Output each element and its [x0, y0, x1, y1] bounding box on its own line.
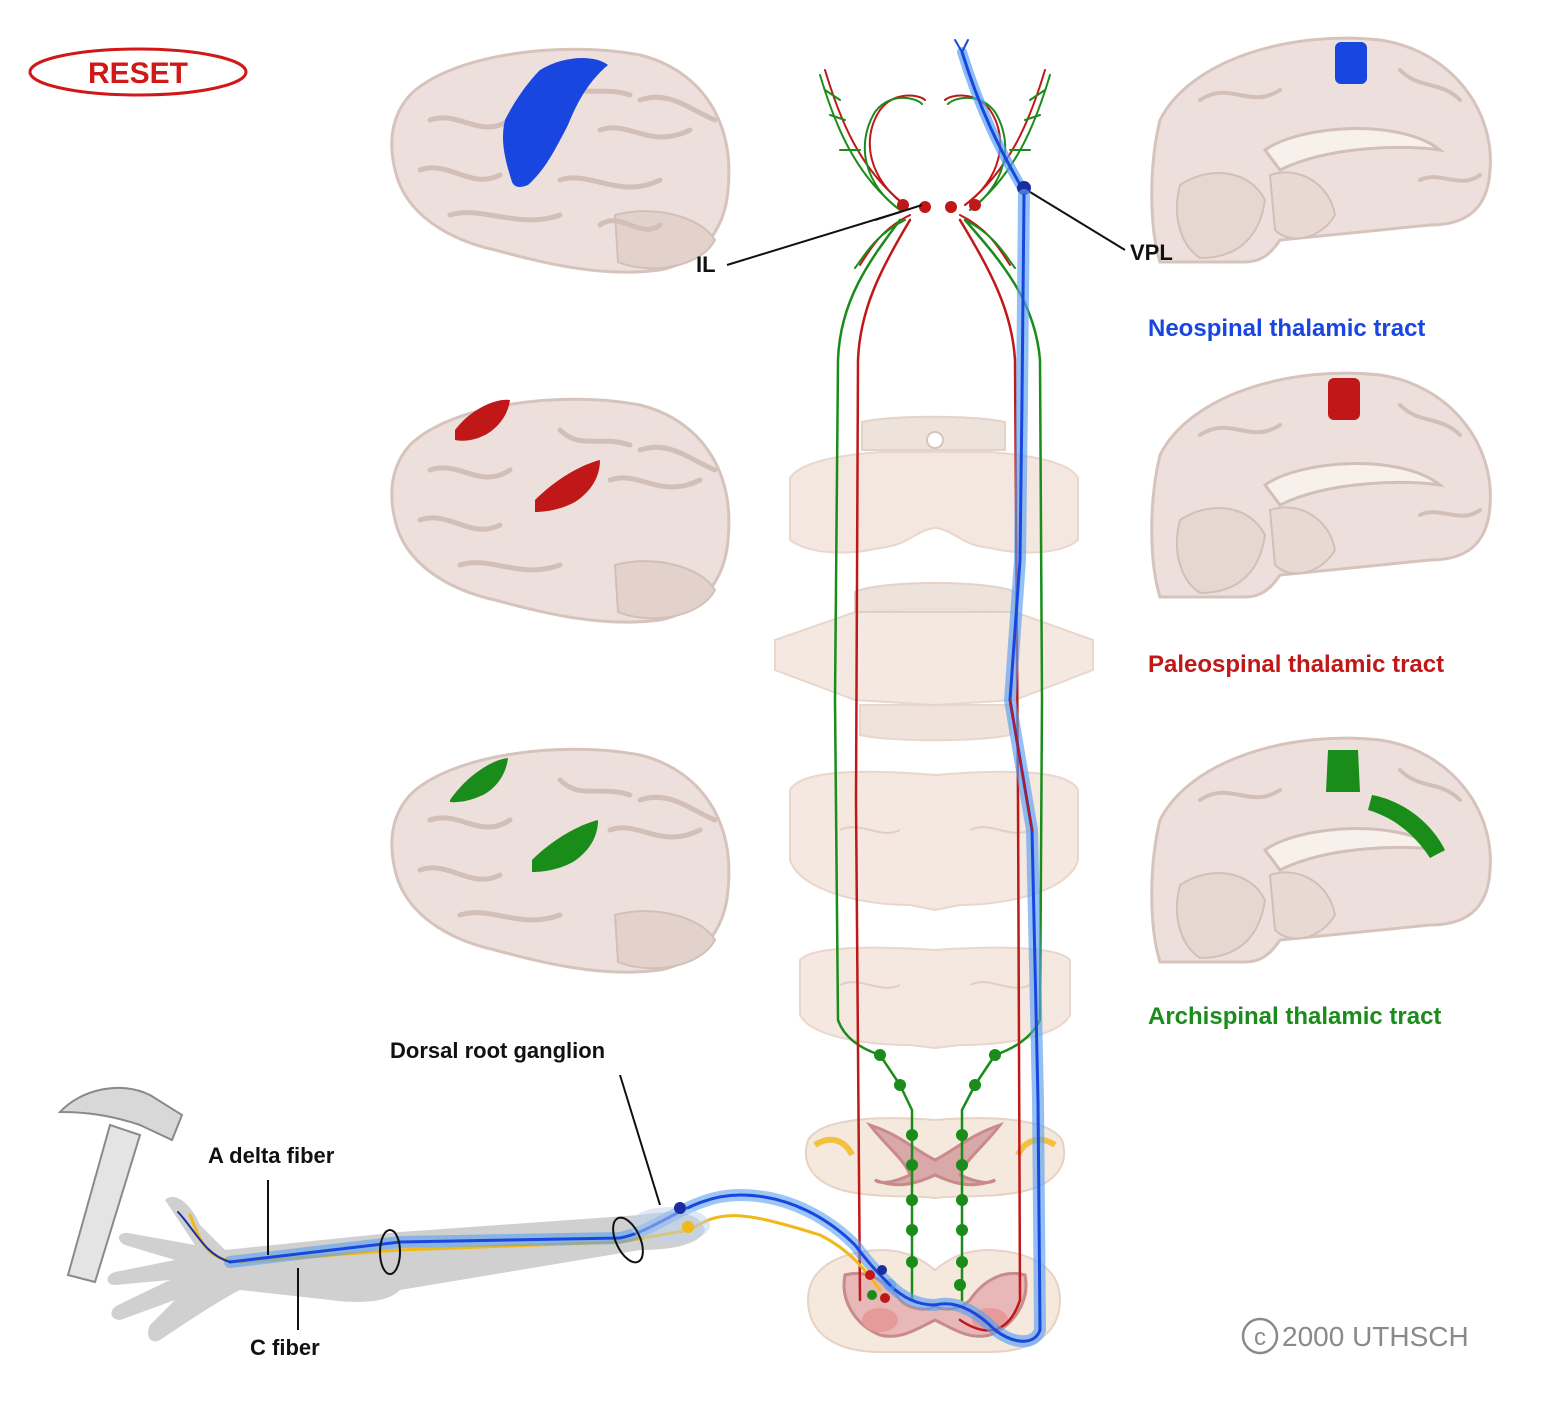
cingulate-cortex-highlight: [1368, 795, 1445, 858]
insular-cortex-highlight: [535, 460, 600, 512]
paracentral-lobule-highlight-red: [1328, 378, 1360, 420]
lateral-brain-neospinal: [390, 47, 731, 274]
insular-cortex-highlight-green: [532, 820, 598, 872]
label-paleospinal-tract: Paleospinal thalamic tract: [1148, 651, 1444, 678]
medial-brain-archispinal: [1150, 736, 1492, 964]
lateral-brain-archispinal: [390, 747, 731, 974]
copyright-text: 2000 UTHSCH: [1282, 1321, 1469, 1352]
label-neospinal-tract: Neospinal thalamic tract: [1148, 315, 1425, 342]
leader-lines: [267, 191, 1126, 1330]
prefrontal-cortex-highlight-green: [450, 758, 508, 803]
copyright-notice: c 2000 UTHSCH: [1241, 1317, 1469, 1355]
copyright-symbol: c: [1254, 1324, 1266, 1351]
label-il: IL: [696, 252, 716, 277]
reset-button-label: RESET: [88, 57, 188, 90]
reset-button[interactable]: RESET: [28, 47, 248, 97]
label-vpl: VPL: [1130, 240, 1173, 265]
primary-somatosensory-cortex-highlight: [502, 58, 608, 187]
nerve-cross-section-marker-2: [612, 1216, 644, 1264]
medial-brain-paleospinal: [1150, 371, 1492, 599]
central-nervous-axis-sections: [774, 415, 1094, 1353]
paracentral-lobule-highlight: [1335, 42, 1367, 84]
label-a-delta-fiber: A delta fiber: [208, 1143, 335, 1168]
hammer-icon: [57, 1086, 184, 1284]
thalamocortical-radiations: [819, 39, 1051, 269]
peripheral-nerve-fibers: [177, 1188, 896, 1303]
label-dorsal-root-ganglion: Dorsal root ganglion: [390, 1038, 605, 1063]
label-archispinal-tract: Archispinal thalamic tract: [1148, 1003, 1441, 1030]
lateral-brain-paleospinal: [390, 397, 731, 624]
label-c-fiber: C fiber: [250, 1335, 320, 1360]
intralaminar-nuclei: [897, 199, 981, 213]
nerve-cross-section-marker-1: [379, 1229, 401, 1275]
ascending-tracts: [833, 189, 1046, 1348]
paracentral-lobule-highlight-green: [1326, 750, 1360, 792]
medial-brain-neospinal: [1150, 36, 1492, 264]
arm-with-hand: [107, 1196, 705, 1342]
prefrontal-cortex-highlight: [455, 399, 510, 441]
copyright-icon: [1241, 1317, 1279, 1355]
